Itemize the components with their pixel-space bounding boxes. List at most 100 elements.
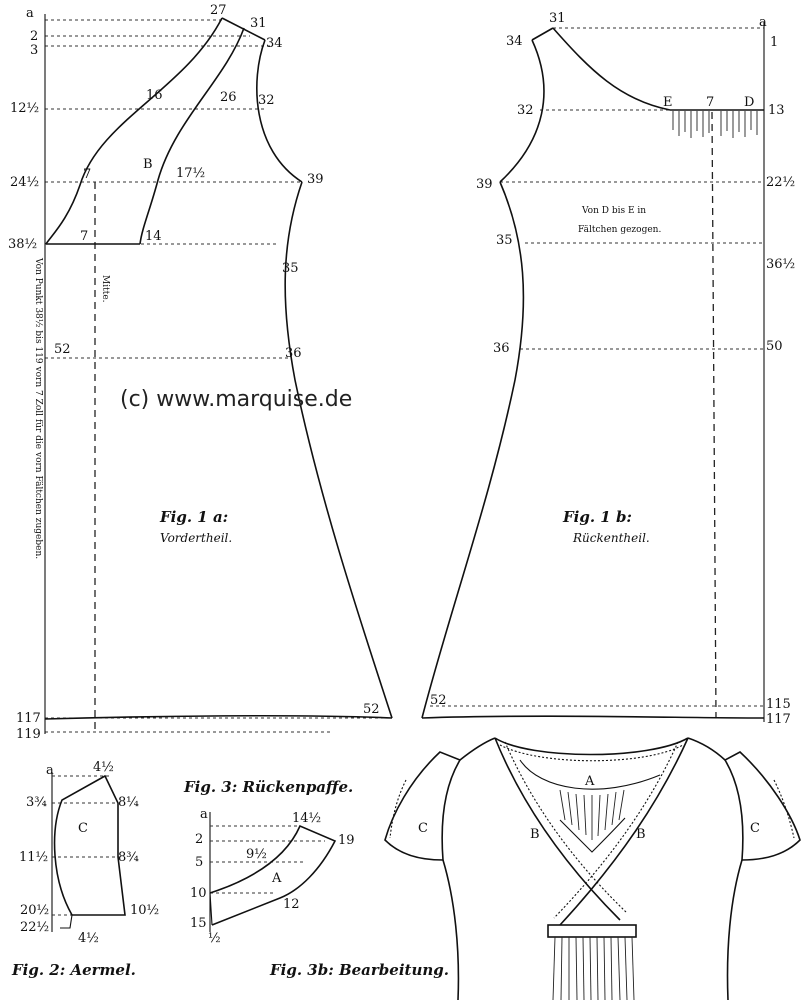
back-pt-36: 36 <box>493 341 510 356</box>
sleeve-lbl-l3: 20½ <box>20 903 49 918</box>
yoke-outline <box>209 824 337 926</box>
sleeve-lbl-bottom: 4½ <box>78 931 99 946</box>
back-ref-22: 22½ <box>766 175 795 190</box>
front-yoke-inner <box>139 27 245 245</box>
front-ref-52: 52 <box>54 342 71 357</box>
illus-lbl-b-right: B <box>636 827 646 842</box>
front-armhole <box>256 39 303 183</box>
yoke-lbl-19: 19 <box>338 833 355 848</box>
illus-right-sleeve <box>723 751 801 861</box>
sleeve-lbl-l2: 11½ <box>19 850 48 865</box>
illus-neck-lace <box>499 744 684 762</box>
front-shoulder <box>221 17 266 41</box>
back-ref-117: 117 <box>766 712 791 727</box>
back-gather-hatching <box>672 111 758 138</box>
back-ref-36: 36½ <box>766 257 795 272</box>
yoke-lbl-A: A <box>271 871 282 886</box>
front-pt-39: 39 <box>307 172 324 187</box>
yoke-lbl-15: 15 <box>190 916 207 931</box>
fig-1a-caption: Fig. 1 a: <box>159 508 228 526</box>
fig-1b-subcaption: Rückentheil. <box>572 531 650 545</box>
front-ref-3: 3 <box>30 43 38 58</box>
illus-yoke-gathers <box>559 789 625 840</box>
back-pt-39: 39 <box>476 177 493 192</box>
illus-lbl-b-left: B <box>530 827 540 842</box>
yoke-left-edge <box>209 892 213 926</box>
front-ref-2: 2 <box>30 29 38 44</box>
front-hem <box>44 714 393 720</box>
front-pt-26: 26 <box>220 90 237 105</box>
back-pt-34: 34 <box>506 34 523 49</box>
illus-right-crossover-outer <box>559 737 689 926</box>
back-armhole <box>499 39 545 183</box>
back-ref-115: 115 <box>766 697 791 712</box>
yoke-lbl-half: ½ <box>208 931 221 946</box>
front-pt-16: 16 <box>146 88 163 103</box>
front-middle-label: Mitte. <box>100 275 110 303</box>
fig-2-caption: Fig. 2: Aermel. <box>11 961 136 979</box>
illus-waist-band <box>547 924 637 938</box>
illus-right-shoulder <box>687 737 726 761</box>
back-shoulder <box>531 27 554 41</box>
illus-gathers <box>552 936 635 1000</box>
front-pt-7b: 7 <box>80 229 88 244</box>
front-pt-7a: 7 <box>83 167 91 182</box>
yoke-lbl-2: 2 <box>195 832 203 847</box>
illus-right-sleeve-lace <box>773 779 795 839</box>
back-center-line <box>711 111 717 719</box>
back-pt-E: E <box>663 95 673 110</box>
yoke-lbl-10: 10 <box>190 886 207 901</box>
fig-1a-subcaption: Vordertheil. <box>160 531 232 545</box>
illus-left-side <box>442 859 460 1000</box>
illus-lbl-c-right: C <box>750 821 760 836</box>
illus-left-sleeve <box>384 751 462 861</box>
front-ref-117: 117 <box>16 711 41 726</box>
front-pt-27: 27 <box>210 3 227 18</box>
sleeve-ref-a: a <box>46 763 54 778</box>
yoke-lbl-5: 5 <box>195 855 203 870</box>
front-side-note: Von Punkt 38½ bis 119 vorn 7 Zoll für di… <box>33 257 44 559</box>
illus-right-crossover-inner <box>553 741 679 919</box>
front-ref-119: 119 <box>16 727 41 742</box>
back-ref-1: 1 <box>770 35 778 50</box>
sleeve-cuff-mark <box>60 914 73 929</box>
illus-right-side <box>726 859 743 1000</box>
back-ref-13: 13 <box>768 103 785 118</box>
front-pt-14: 14 <box>145 229 162 244</box>
yoke-lbl-12: 12 <box>283 897 300 912</box>
front-pt-35: 35 <box>282 261 299 276</box>
sleeve-lbl-l1: 3¾ <box>26 795 47 810</box>
front-neckline-outer <box>45 17 223 245</box>
watermark: (c) www.marquise.de <box>120 387 352 412</box>
illus-left-crossover-outer <box>494 737 621 921</box>
yoke-lbl-14: 14½ <box>292 811 321 826</box>
sleeve-lbl-c: C <box>78 821 88 836</box>
illus-yoke-A-edge <box>519 759 661 790</box>
back-hem <box>421 715 765 719</box>
front-pt-32: 32 <box>258 93 275 108</box>
illus-lbl-a: A <box>584 774 595 789</box>
front-ref-12: 12½ <box>10 101 39 116</box>
back-note-line2: Fältchen gezogen. <box>578 225 661 235</box>
front-pt-17: 17½ <box>176 166 205 181</box>
illus-inner-v <box>559 817 626 853</box>
illus-left-sleeve-lace <box>389 779 407 839</box>
fig-1b-caption: Fig. 1 b: <box>562 508 632 526</box>
front-pt-31: 31 <box>250 16 267 31</box>
back-side-seam <box>421 181 525 719</box>
sleeve-lbl-r1: 8¼ <box>118 795 139 810</box>
back-ref-a: a <box>759 15 767 30</box>
fig-1b-back-piece: a 1 13 22½ 36½ 50 115 117 31 34 32 E 7 D… <box>421 11 795 727</box>
yoke-ref-a: a <box>200 807 208 822</box>
fig-1a-front-piece: a 2 3 12½ 24½ 38½ 52 117 119 27 31 34 16… <box>8 3 393 742</box>
illus-left-shoulder <box>459 737 496 761</box>
sleeve-outline <box>53 774 126 916</box>
fig-2-sleeve: a 4½ 3¾ 8¼ C 11½ 8¾ 20½ 10½ 22½ 4½ Fig. … <box>11 760 159 979</box>
front-side-seam <box>284 181 393 719</box>
front-pt-34: 34 <box>266 36 283 51</box>
back-pt-7: 7 <box>706 95 714 110</box>
fig-3-caption: Fig. 3: Rückenpaffe. <box>183 778 353 796</box>
illus-neckline <box>494 737 689 756</box>
illus-lbl-c-left: C <box>418 821 428 836</box>
